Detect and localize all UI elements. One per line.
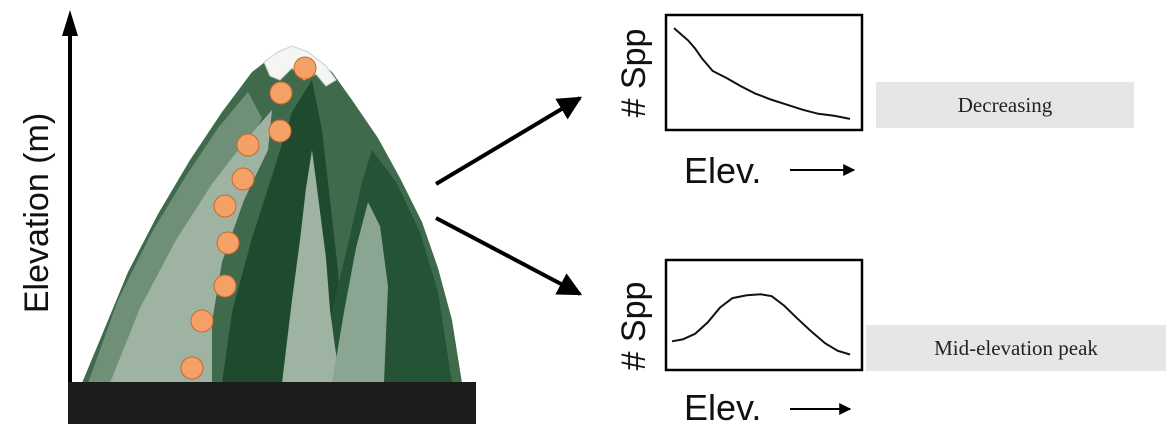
sampling-point <box>236 133 260 157</box>
pattern-label-mid-elevation-peak: Mid-elevation peak <box>866 325 1166 371</box>
arrow-to-mid-peak-panel <box>435 216 583 296</box>
ground-bar <box>68 382 476 424</box>
mountain-light-band <box>88 92 262 383</box>
elevation-axis-label: Elevation (m) <box>18 113 56 313</box>
panel-y-label: # Spp <box>615 282 653 371</box>
panel-frame <box>664 258 864 372</box>
elevation-axis-arrowhead <box>62 10 78 36</box>
species-curve-decreasing <box>673 27 851 120</box>
pattern-label-decreasing: Decreasing <box>876 82 1134 128</box>
panel-y-label: # Spp <box>615 29 653 118</box>
sampling-point <box>231 167 255 191</box>
sampling-point <box>180 356 204 380</box>
panel-x-label: Elev. <box>684 387 761 424</box>
sampling-point <box>268 119 292 143</box>
species-curve-mid-peak <box>671 293 851 356</box>
mountain-illustration <box>68 45 476 424</box>
sampling-point <box>216 231 240 255</box>
mountain-gully <box>282 150 340 383</box>
sampling-point <box>213 194 237 218</box>
mountain-pale-band <box>110 110 272 383</box>
mountain-ridge-highlight <box>332 202 388 383</box>
panel-mid-elevation-peak: # Spp Elev. <box>615 258 864 424</box>
panel-frame <box>664 13 864 132</box>
panel-decreasing: # Spp Elev. <box>615 13 864 191</box>
sampling-point <box>269 81 293 105</box>
sampling-points <box>180 56 317 380</box>
panel-x-label: Elev. <box>684 150 761 191</box>
sampling-point <box>190 309 214 333</box>
arrow-to-decreasing-panel <box>434 96 583 186</box>
sampling-point <box>293 56 317 80</box>
sampling-point <box>213 274 237 298</box>
